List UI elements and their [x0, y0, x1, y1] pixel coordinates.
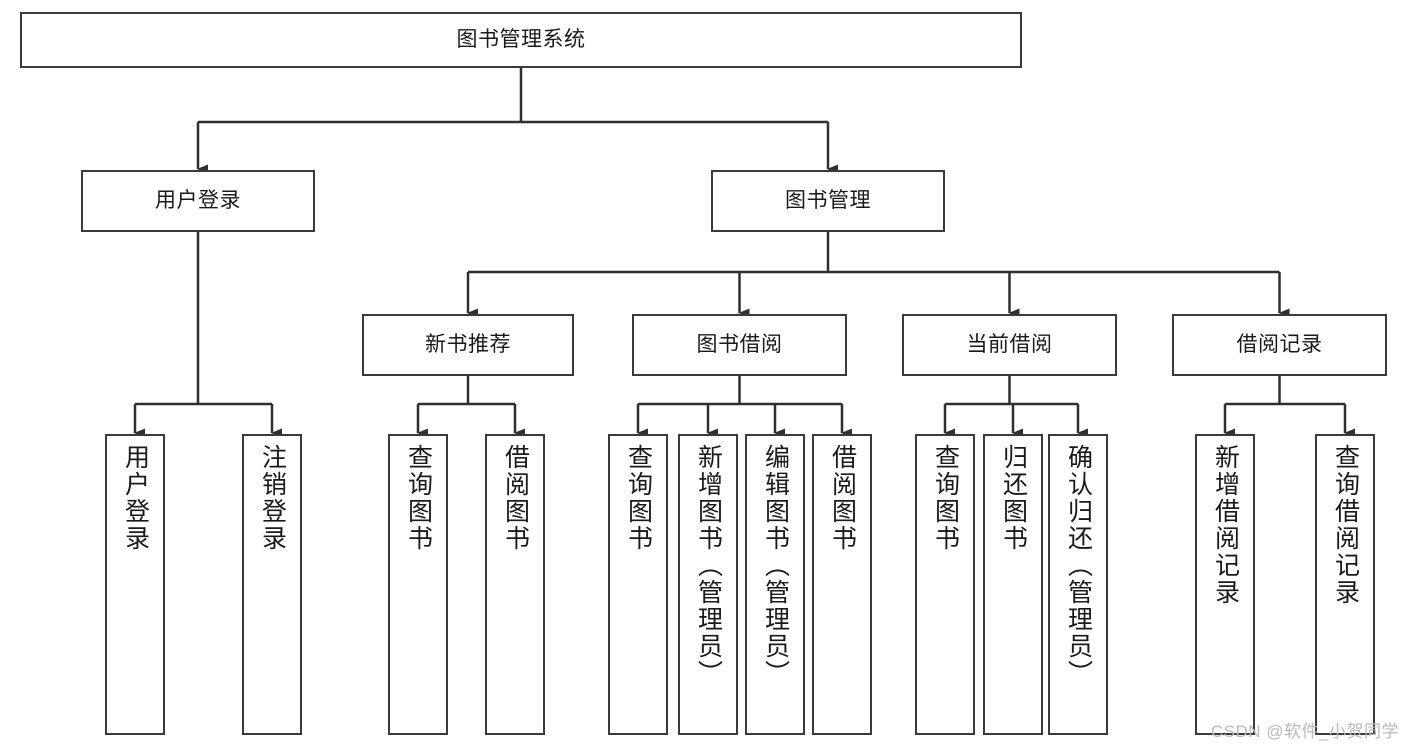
node-label-leaf-add-book: 新增图书（管理员）	[694, 444, 723, 687]
node-book-borrow[interactable]: 图书借阅	[632, 314, 847, 376]
node-label-leaf-edit-book: 编辑图书（管理员）	[761, 444, 790, 687]
node-leaf-rec-query[interactable]: 查询图书	[388, 434, 448, 735]
node-leaf-add-book[interactable]: 新增图书（管理员）	[678, 434, 738, 735]
node-leaf-logout[interactable]: 注销登录	[242, 434, 302, 735]
node-label-leaf-logout: 注销登录	[258, 444, 287, 552]
node-label-leaf-rec-borrow: 借阅图书	[501, 444, 530, 552]
node-label-leaf-query-record: 查询借阅记录	[1331, 444, 1360, 606]
node-leaf-confirm-return[interactable]: 确认归还（管理员）	[1048, 434, 1108, 735]
node-label-user-login: 用户登录	[155, 189, 241, 213]
node-leaf-query-record[interactable]: 查询借阅记录	[1315, 434, 1375, 735]
connector-lines	[133, 68, 1355, 438]
node-leaf-user-login[interactable]: 用户登录	[105, 434, 165, 735]
node-label-current-borrow: 当前借阅	[966, 333, 1053, 357]
node-label-borrow-record: 借阅记录	[1236, 333, 1323, 357]
node-label-leaf-borrow-book: 借阅图书	[828, 444, 857, 552]
node-label-book-borrow: 图书借阅	[696, 333, 783, 357]
node-root[interactable]: 图书管理系统	[20, 12, 1022, 68]
node-leaf-borrow-book[interactable]: 借阅图书	[812, 434, 872, 735]
node-leaf-edit-book[interactable]: 编辑图书（管理员）	[745, 434, 805, 735]
node-label-leaf-rec-query: 查询图书	[404, 444, 433, 552]
node-leaf-add-record[interactable]: 新增借阅记录	[1195, 434, 1255, 735]
node-user-login[interactable]: 用户登录	[81, 170, 315, 232]
node-leaf-cur-query[interactable]: 查询图书	[915, 434, 975, 735]
node-leaf-borrow-query[interactable]: 查询图书	[608, 434, 668, 735]
node-leaf-return-book[interactable]: 归还图书	[983, 434, 1043, 735]
node-label-root: 图书管理系统	[456, 28, 586, 52]
node-label-leaf-user-login: 用户登录	[121, 444, 150, 552]
node-label-new-book-rec: 新书推荐	[425, 333, 511, 357]
node-label-leaf-confirm-return: 确认归还（管理员）	[1064, 444, 1093, 687]
node-label-leaf-add-record: 新增借阅记录	[1211, 444, 1240, 606]
node-leaf-rec-borrow[interactable]: 借阅图书	[485, 434, 545, 735]
node-label-leaf-cur-query: 查询图书	[931, 444, 960, 552]
node-borrow-record[interactable]: 借阅记录	[1172, 314, 1387, 376]
node-book-manage[interactable]: 图书管理	[711, 170, 945, 232]
node-new-book-rec[interactable]: 新书推荐	[362, 314, 574, 376]
node-label-leaf-borrow-query: 查询图书	[624, 444, 653, 552]
node-current-borrow[interactable]: 当前借阅	[902, 314, 1117, 376]
node-label-leaf-return-book: 归还图书	[999, 444, 1028, 552]
node-label-book-manage: 图书管理	[785, 189, 871, 213]
